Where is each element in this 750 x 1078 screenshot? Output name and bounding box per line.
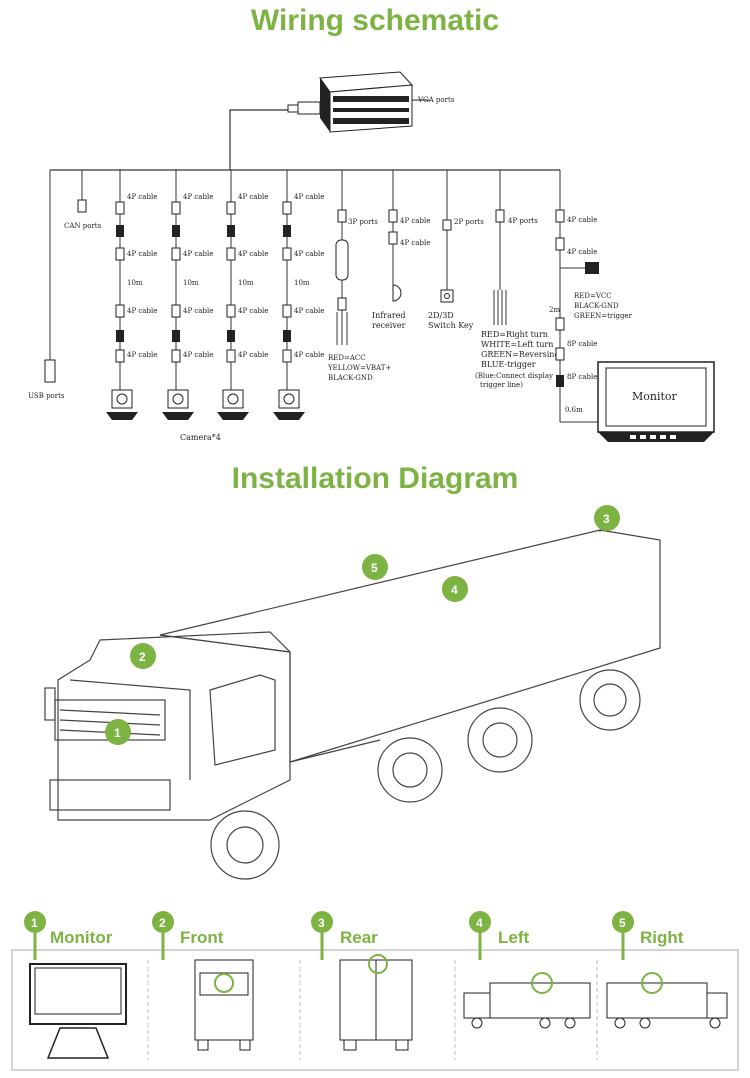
cam3-cable-2: 4P cable: [238, 250, 268, 258]
cam1-cable-top: 4P cable: [127, 193, 157, 201]
power-yellow: YELLOW=VBAT+: [327, 364, 391, 372]
truck-diagram: 1 2 3 4 5: [44, 505, 661, 880]
trigger-branch: [493, 170, 507, 325]
svg-text:5: 5: [619, 916, 626, 930]
cam3-cable-4: 4P cable: [238, 351, 268, 359]
marker-4: 4: [442, 576, 468, 602]
installation-title: Installation Diagram: [231, 462, 519, 495]
cam4-length: 10m: [294, 279, 310, 287]
ir-label-2: receiver: [372, 321, 406, 330]
svg-text:2: 2: [159, 916, 166, 930]
power-red: RED=ACC: [328, 354, 366, 362]
legend-item-monitor: 1 Monitor: [24, 911, 127, 1059]
mon-cable-1: 4P cable: [567, 216, 597, 224]
monitor-device: [597, 361, 715, 442]
key-label-1: 2D/3D: [428, 311, 454, 320]
mon-cable-8p-1: 8P cable: [567, 340, 597, 348]
ports-4p-label: 4P ports: [508, 217, 538, 225]
can-label: CAN ports: [64, 222, 102, 230]
monitor-label: Monitor: [632, 390, 678, 403]
trigger-note-2: trigger line): [480, 381, 523, 389]
legend-item-right: 5 Right: [606, 911, 728, 1029]
camera-column-3: [217, 170, 249, 420]
marker-3: 3: [594, 505, 620, 531]
svg-text:Right: Right: [640, 928, 684, 947]
monitor-branch: [555, 170, 600, 423]
ir-cable-2: 4P cable: [400, 239, 430, 247]
svg-text:4: 4: [451, 583, 458, 597]
dvr-unit: [287, 71, 414, 133]
marker-5: 5: [362, 554, 388, 580]
cam4-cable-top: 4P cable: [294, 193, 324, 201]
camera-column-1: [106, 170, 138, 420]
camera-column-2: [162, 170, 194, 420]
usb-label: USB ports: [28, 392, 65, 400]
mon-length-2m: 2m: [549, 306, 560, 314]
cam2-cable-4: 4P cable: [183, 351, 213, 359]
trigger-blue: BLUE-trigger: [481, 360, 536, 369]
marker-2: 2: [130, 643, 156, 669]
camera-column-4: [273, 170, 305, 420]
can-branch: CAN ports: [64, 170, 102, 230]
svg-text:1: 1: [114, 726, 121, 740]
ports-3p-label: 3P ports: [348, 218, 378, 226]
svg-text:3: 3: [603, 512, 610, 526]
cameras-label: Camera*4: [180, 433, 221, 442]
legend-strip: 1 Monitor 2 Front 3 Rear 4 Left: [11, 911, 739, 1071]
trigger-green: GREEN=Reversing: [481, 350, 560, 359]
cam3-cable-top: 4P cable: [238, 193, 268, 201]
legend-item-left: 4 Left: [463, 911, 591, 1029]
svg-text:Rear: Rear: [340, 928, 378, 947]
legend-item-rear: 3 Rear: [311, 911, 413, 1051]
vcc-green: GREEN=trigger: [574, 312, 633, 320]
trigger-red: RED=Right turn: [481, 330, 548, 339]
svg-text:4: 4: [476, 916, 483, 930]
cam1-cable-2: 4P cable: [127, 250, 157, 258]
svg-text:Front: Front: [180, 928, 224, 947]
ir-label-1: Infrared: [372, 311, 406, 320]
marker-1: 1: [105, 719, 131, 745]
vga-label: VGA ports: [417, 96, 455, 104]
ir-cable-1: 4P cable: [400, 217, 430, 225]
mon-cable-2: 4P cable: [567, 248, 597, 256]
cam2-cable-2: 4P cable: [183, 250, 213, 258]
key-label-2: Switch Key: [428, 321, 474, 330]
wiring-schematic: VGA ports USB ports CAN ports 4P cable 4…: [28, 71, 715, 442]
vcc-black: BLACK-GND: [574, 302, 619, 310]
cam4-cable-4: 4P cable: [294, 351, 324, 359]
legend-item-front: 2 Front: [152, 911, 254, 1051]
power-branch: [335, 170, 349, 345]
cam3-length: 10m: [238, 279, 254, 287]
mon-length-06m: 0.6m: [565, 406, 583, 414]
svg-text:Monitor: Monitor: [50, 928, 113, 947]
trigger-white: WHITE=Left turn: [481, 340, 553, 349]
svg-text:3: 3: [318, 916, 325, 930]
cam1-length: 10m: [127, 279, 143, 287]
trigger-note-1: (Blue:Connect display: [475, 372, 553, 380]
cam2-cable-3: 4P cable: [183, 307, 213, 315]
cam1-cable-3: 4P cable: [127, 307, 157, 315]
svg-text:1: 1: [31, 916, 38, 930]
power-black: BLACK-GND: [328, 374, 373, 382]
ir-branch: [388, 170, 402, 302]
svg-text:5: 5: [371, 561, 378, 575]
mon-cable-8p-2: 8P cable: [567, 373, 597, 381]
cam1-cable-4: 4P cable: [127, 351, 157, 359]
cam4-cable-2: 4P cable: [294, 250, 324, 258]
vcc-red: RED=VCC: [574, 292, 612, 300]
svg-text:2: 2: [139, 650, 146, 664]
usb-branch: USB ports: [28, 170, 65, 400]
cam2-cable-top: 4P cable: [183, 193, 213, 201]
ports-2p-label: 2P ports: [454, 218, 484, 226]
cam3-cable-3: 4P cable: [238, 307, 268, 315]
wiring-title: Wiring schematic: [250, 4, 500, 37]
cam2-length: 10m: [183, 279, 199, 287]
switch-key-branch: [440, 170, 454, 303]
cam4-cable-3: 4P cable: [294, 307, 324, 315]
svg-text:Left: Left: [498, 928, 530, 947]
